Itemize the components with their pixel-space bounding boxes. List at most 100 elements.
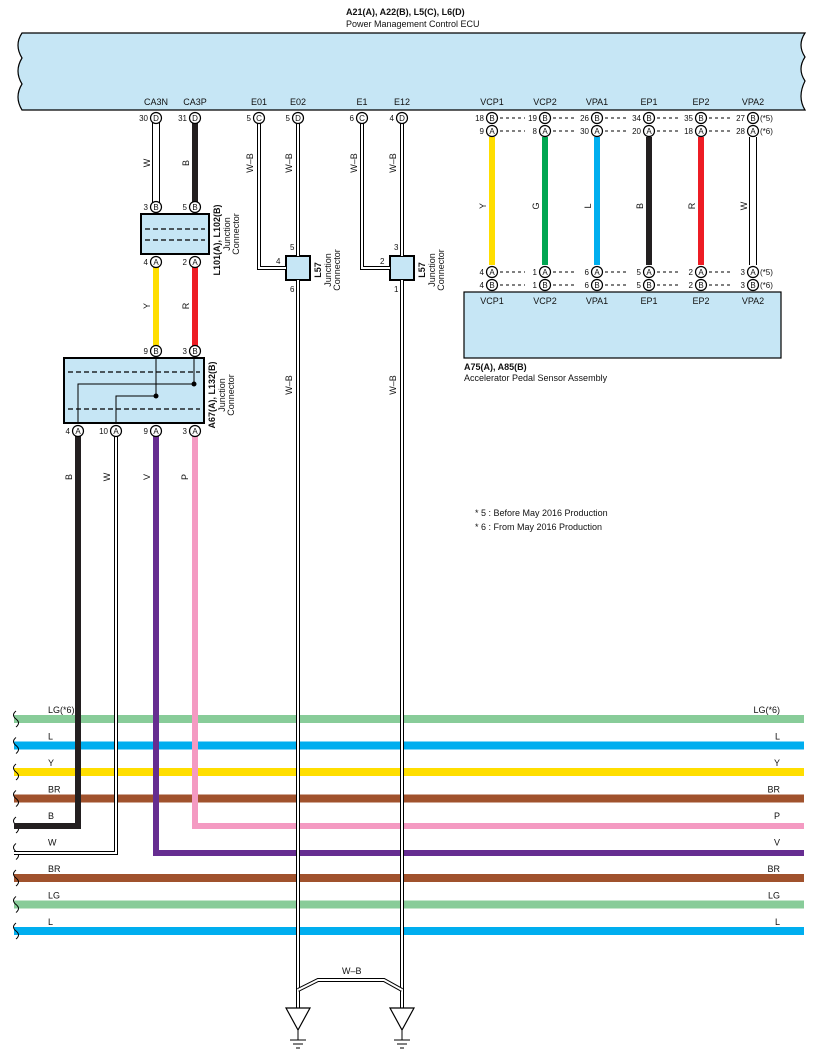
jc2-bus-line-1 xyxy=(77,358,195,423)
vpa-row3-pin-1-number: 1 xyxy=(533,268,538,277)
vpa-row4-pin-0-number: 4 xyxy=(480,281,485,290)
vpa-row3-pin-4 xyxy=(694,265,708,279)
ca3p-wire-code: B xyxy=(181,160,191,166)
l57a-pin-top: 5 xyxy=(290,243,295,252)
vpa-wire-code-l: L xyxy=(583,203,593,208)
ecu-pin-5 xyxy=(395,111,409,125)
vpa-row3-pin-0-number: 4 xyxy=(480,268,485,277)
ecu-codes: A21(A), A22(B), L5(C), L6(D) xyxy=(346,7,465,17)
bus-label-left-7: LG xyxy=(48,891,60,901)
vpa-wire-code-y: Y xyxy=(478,203,488,209)
vpa-row2-pin-4 xyxy=(694,124,708,138)
l57b-out-wire-code: W–B xyxy=(388,375,398,395)
vpa-row1-pin-5 xyxy=(746,111,760,125)
jc2-top-pin-0-letter: B xyxy=(153,347,158,356)
bus-label-right-6: BR xyxy=(767,864,780,874)
vpa-row4-pin-4 xyxy=(694,278,708,292)
e01-wire-code: W–B xyxy=(245,153,255,173)
vpa-wire-code-w: W xyxy=(739,201,749,210)
vpa-row4-pin-3 xyxy=(642,278,656,292)
vpa-row3-pin-1 xyxy=(538,265,552,279)
wire-jc2-p xyxy=(192,431,804,829)
bus-label-right-8: L xyxy=(775,917,780,927)
vpa-row3-pin-5 xyxy=(746,265,760,279)
ecu-pin-4-number: 6 xyxy=(350,114,355,123)
jc2-top-pin-1 xyxy=(188,344,202,358)
note-1: * 5 : Before May 2016 Production xyxy=(475,508,608,518)
vpa-row3-pin-2-number: 6 xyxy=(585,268,590,277)
vpa-row4-pin-5-letter: B xyxy=(750,281,755,290)
jc1-bottom-pin-1-number: 2 xyxy=(183,258,188,267)
sensor-label-ep1: EP1 xyxy=(640,296,657,306)
wire-jc2-v xyxy=(153,431,804,856)
wire-e1 xyxy=(361,118,390,269)
vpa-row4-pin-3-letter: B xyxy=(646,281,651,290)
bus-label-left-2: Y xyxy=(48,758,54,768)
vpa-row2-pin-3-number: 20 xyxy=(632,127,641,136)
bus-break-0 xyxy=(13,710,19,728)
l57a-pin-bottom: 6 xyxy=(290,285,295,294)
jc1-out-wire-code-r: R xyxy=(181,302,191,309)
jc2-out-wire-code-w: W xyxy=(102,472,112,481)
vpa-row4-pin-5 xyxy=(746,278,760,292)
vpa-row2-pin-1-number: 8 xyxy=(533,127,538,136)
bus-label-left-8: L xyxy=(48,917,53,927)
wire-jc2-w xyxy=(14,431,117,854)
vpa-variant-note-0: (*5) xyxy=(760,114,773,123)
vpa-row3-pin-3 xyxy=(642,265,656,279)
vpa-wire-code-g: G xyxy=(531,202,541,209)
sensor-label-vcp1: VCP1 xyxy=(480,296,504,306)
vpa-wire-code-r: R xyxy=(687,202,697,209)
l57a-code: L57 xyxy=(313,262,323,278)
jc2-bottom-pin-0-number: 4 xyxy=(66,427,71,436)
ecu-pin-0 xyxy=(149,111,163,125)
vpa-row4-pin-0-letter: B xyxy=(489,281,494,290)
bus-label-right-5: V xyxy=(774,838,780,848)
vpa-row2-pin-2-number: 30 xyxy=(580,127,589,136)
ecu-pin-0-number: 30 xyxy=(139,114,148,123)
vpa-row2-pin-5 xyxy=(746,124,760,138)
ecu-pin-3 xyxy=(291,111,305,125)
ecu-pin-label-e01: E01 xyxy=(251,97,267,107)
bus-break-3 xyxy=(13,790,19,807)
vpa-top-labels: VCP1 VCP2 VPA1 EP1 EP2 VPA2 xyxy=(480,97,764,107)
l57b-type-2: Connector xyxy=(436,249,446,291)
jc2-out-wire-code-p: P xyxy=(180,474,190,480)
jc2-codes: A67(A), L132(B) xyxy=(207,361,217,428)
vpa-row1-pin-0-letter: B xyxy=(489,114,494,123)
jc1-codes: L101(A), L102(B) xyxy=(212,204,222,275)
vpa-row3-pin-3-letter: A xyxy=(646,268,652,277)
jc2-bottom-pin-3-letter: A xyxy=(192,427,198,436)
bus-line-7 xyxy=(14,900,804,909)
vpa-row1-pin-2-number: 26 xyxy=(580,114,589,123)
bus-label-left-3: BR xyxy=(48,785,61,795)
ecu-pins: CA3N CA3P E01 E02 E1 E12 xyxy=(144,97,410,107)
jc1-bottom-pin-0-number: 4 xyxy=(144,258,149,267)
vpa-row4-pin-4-number: 2 xyxy=(689,281,694,290)
e1-wire-code: W–B xyxy=(349,153,359,173)
ground-l1-triangle xyxy=(284,1007,312,1032)
ground-bridge-wire-code: W–B xyxy=(342,966,362,976)
vpa-row3-pin-2-letter: A xyxy=(594,268,600,277)
jc2-type-2: Connector xyxy=(226,374,236,416)
jc1-top-pin-1-letter: B xyxy=(192,203,197,212)
vpa-row3-pin-4-letter: A xyxy=(698,268,704,277)
bus-label-left-6: BR xyxy=(48,864,61,874)
vpa-row1-pin-4-number: 35 xyxy=(684,114,693,123)
l57b-type-1: Junction xyxy=(427,253,437,287)
bus-label-right-0: LG(*6) xyxy=(753,705,780,715)
bus-label-left-1: L xyxy=(48,732,53,742)
ecu-pin-3-number: 5 xyxy=(286,114,291,123)
ecu-pin-1 xyxy=(188,111,202,125)
ecu-pin-label-ca3p: CA3P xyxy=(183,97,207,107)
vpa-row2-pin-1-letter: A xyxy=(542,127,548,136)
vpa-row4-pin-2-letter: B xyxy=(594,281,599,290)
bus-label-right-4: P xyxy=(774,811,780,821)
jc2-out-wire-code-b: B xyxy=(64,474,74,480)
wire-ground-bridge xyxy=(297,979,403,991)
jc2-bottom-pin-1 xyxy=(109,424,123,438)
bus-label-left-0: LG(*6) xyxy=(48,705,75,715)
vpa-row4-pin-2-number: 6 xyxy=(585,281,590,290)
jc1-type-2: Connector xyxy=(231,213,241,255)
ecu-pin-1-number: 31 xyxy=(178,114,187,123)
